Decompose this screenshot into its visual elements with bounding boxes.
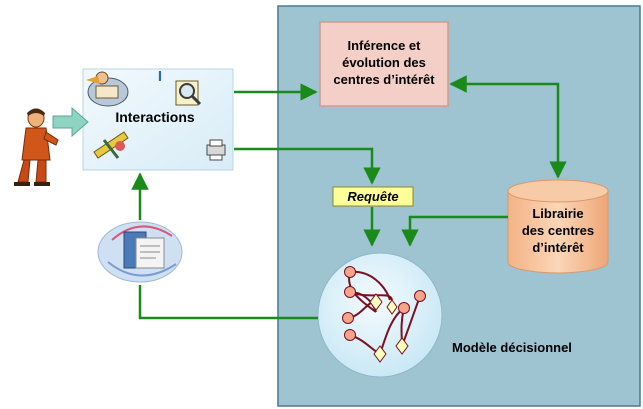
inference-box <box>319 21 449 107</box>
inference-label: Inférence et évolution des centres d’int… <box>320 37 448 88</box>
documents-stack-icon <box>97 221 183 283</box>
library-label: Librairie des centres d’intérêt <box>508 205 608 256</box>
person-figure-icon <box>14 108 59 186</box>
library-cylinder <box>507 179 609 274</box>
inference-line-2: évolution des <box>342 55 426 70</box>
inference-line-1: Inférence et <box>347 38 421 53</box>
arrow-interactions-to-requete <box>234 147 381 185</box>
interactions-mark: I <box>157 68 163 85</box>
network-nodes <box>342 266 426 341</box>
user-to-interactions-arrow <box>52 106 89 138</box>
network-diamonds <box>369 293 409 363</box>
library-line-3: d’intérêt <box>532 240 584 255</box>
library-line-2: des centres <box>521 223 595 238</box>
arrow-inference-library <box>449 75 567 179</box>
reading-person-icon <box>86 71 129 107</box>
interactions-label: Interactions <box>115 109 195 125</box>
arrow-model-to-feedback <box>138 285 318 320</box>
arrow-library-to-model <box>401 215 508 247</box>
requete-box <box>332 186 414 207</box>
requete-label: Requête <box>347 189 399 204</box>
magnifier-document-icon <box>175 80 202 106</box>
inference-line-3: centres d’intérêt <box>333 72 435 87</box>
model-label: Modèle décisionnel <box>452 340 572 355</box>
tools-icon <box>93 131 129 159</box>
library-line-1: Librairie <box>532 206 584 221</box>
printer-icon <box>206 139 226 161</box>
